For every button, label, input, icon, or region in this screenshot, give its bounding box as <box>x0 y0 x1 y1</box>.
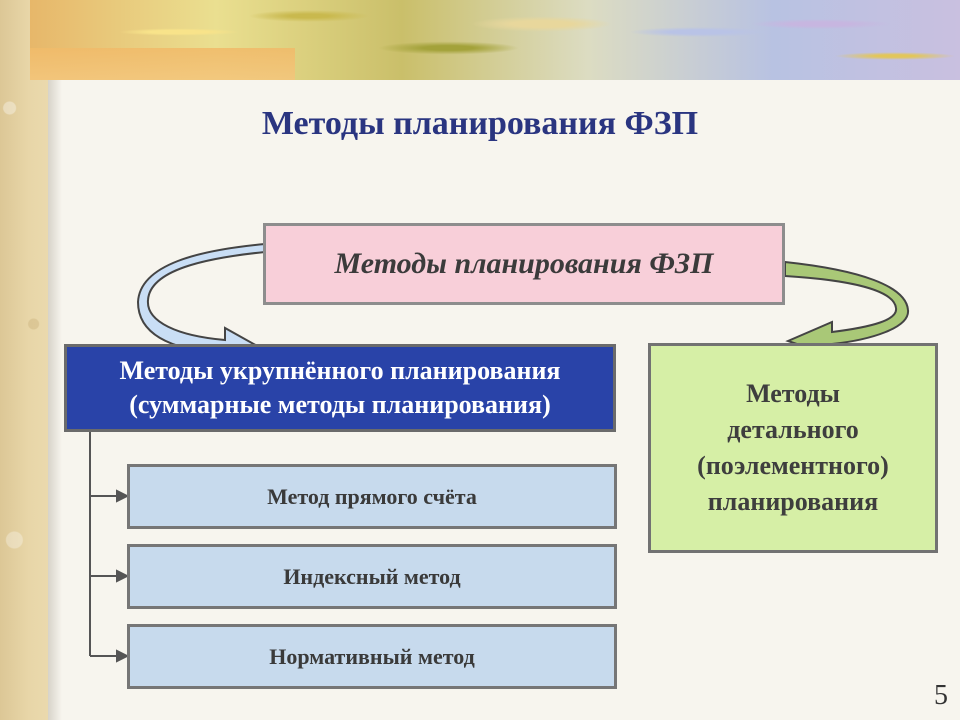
parchment-strip <box>0 0 48 720</box>
detailed-methods-line3: (поэлементного) <box>697 451 889 480</box>
branch-arrowhead-3 <box>116 649 130 663</box>
page-number: 5 <box>934 680 948 711</box>
detailed-methods-line4: планирования <box>707 486 879 516</box>
branch-arrowhead-2 <box>116 569 130 583</box>
detailed-methods-line2: детального <box>727 415 859 445</box>
direct-count-method-node: Метод прямого счёта <box>127 464 617 529</box>
branch-arrowhead-1 <box>116 489 130 503</box>
right-curved-arrow <box>784 260 910 358</box>
normative-method-node: Нормативный метод <box>127 624 617 689</box>
detailed-methods-node: Методы детального (поэлементного) планир… <box>648 343 938 553</box>
detailed-methods-line1: Методы <box>746 379 840 409</box>
root-node: Методы планирования ФЗП <box>263 223 785 305</box>
parchment-shadow <box>48 80 62 720</box>
aggregated-methods-node: Методы укрупнённого планирования (суммар… <box>64 344 616 432</box>
aggregated-methods-line2: (суммарные методы планирования) <box>129 390 551 419</box>
aggregated-methods-line1: Методы укрупнённого планирования <box>119 356 561 386</box>
banner-stripe <box>30 48 295 80</box>
slide-title: Методы планирования ФЗП <box>261 105 699 142</box>
index-method-node: Индексный метод <box>127 544 617 609</box>
